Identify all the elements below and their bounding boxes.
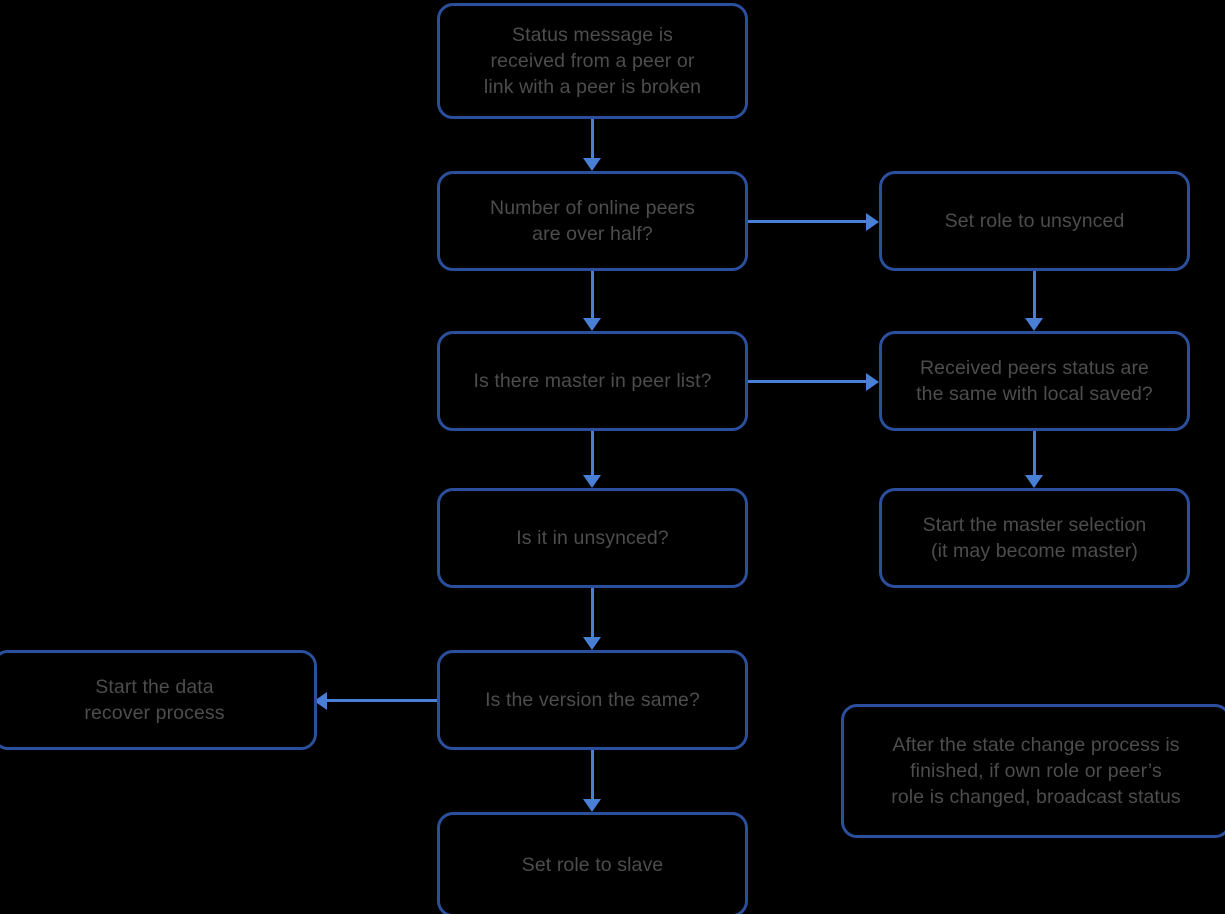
node-label: After the state change process is finish… xyxy=(891,734,1181,808)
arrowhead-master-list-to-received-status xyxy=(866,373,879,391)
node-start-data-recover[interactable]: Start the data recover process xyxy=(0,650,317,750)
connector-is-unsynced-to-version xyxy=(591,588,594,639)
node-label: Set role to unsynced xyxy=(944,210,1125,232)
node-is-it-in-unsynced[interactable]: Is it in unsynced? xyxy=(437,488,748,588)
arrowhead-is-unsynced-to-version xyxy=(583,637,601,650)
node-label: Is it in unsynced? xyxy=(516,527,669,549)
connector-status-to-online-peers xyxy=(591,119,594,161)
node-label: Start the data recover process xyxy=(84,676,225,724)
node-master-in-peer-list[interactable]: Is there master in peer list? xyxy=(437,331,748,431)
node-set-role-to-unsynced[interactable]: Set role to unsynced xyxy=(879,171,1190,271)
connector-version-to-set-slave xyxy=(591,750,594,801)
node-online-peers-over-half[interactable]: Number of online peers are over half? xyxy=(437,171,748,271)
node-label: Is the version the same? xyxy=(485,689,700,711)
arrowhead-unsynced-to-received-status xyxy=(1025,318,1043,331)
node-received-peers-status-same[interactable]: Received peers status are the same with … xyxy=(879,331,1190,431)
arrowhead-status-to-online-peers xyxy=(583,158,601,171)
node-label: Number of online peers are over half? xyxy=(490,197,695,245)
node-is-version-the-same[interactable]: Is the version the same? xyxy=(437,650,748,750)
arrowhead-received-status-to-master-selection xyxy=(1025,475,1043,488)
node-broadcast-status-note[interactable]: After the state change process is finish… xyxy=(841,704,1225,838)
node-status-message-received[interactable]: Status message is received from a peer o… xyxy=(437,3,748,119)
node-label: Received peers status are the same with … xyxy=(916,357,1153,405)
arrowhead-master-list-to-is-unsynced xyxy=(583,475,601,488)
connector-received-status-to-master-selection xyxy=(1033,431,1036,477)
arrowhead-online-peers-to-master-list xyxy=(583,318,601,331)
node-label: Set role to slave xyxy=(521,853,664,876)
connector-master-list-to-is-unsynced xyxy=(591,431,594,477)
node-start-master-selection[interactable]: Start the master selection (it may becom… xyxy=(879,488,1190,588)
node-label: Status message is received from a peer o… xyxy=(483,24,702,98)
connector-online-peers-to-unsynced xyxy=(748,220,866,223)
node-set-role-to-slave[interactable]: Set role to slave xyxy=(437,812,748,914)
arrowhead-version-to-set-slave xyxy=(583,799,601,812)
arrowhead-version-to-data-recover xyxy=(314,692,327,710)
connector-unsynced-to-received-status xyxy=(1033,271,1036,321)
node-label: Is there master in peer list? xyxy=(473,370,712,392)
connector-version-to-data-recover xyxy=(327,699,437,702)
node-label: Start the master selection (it may becom… xyxy=(922,514,1147,562)
connector-master-list-to-received-status xyxy=(748,380,866,383)
connector-online-peers-to-master-list xyxy=(591,271,594,321)
arrowhead-online-peers-to-unsynced xyxy=(866,213,879,231)
